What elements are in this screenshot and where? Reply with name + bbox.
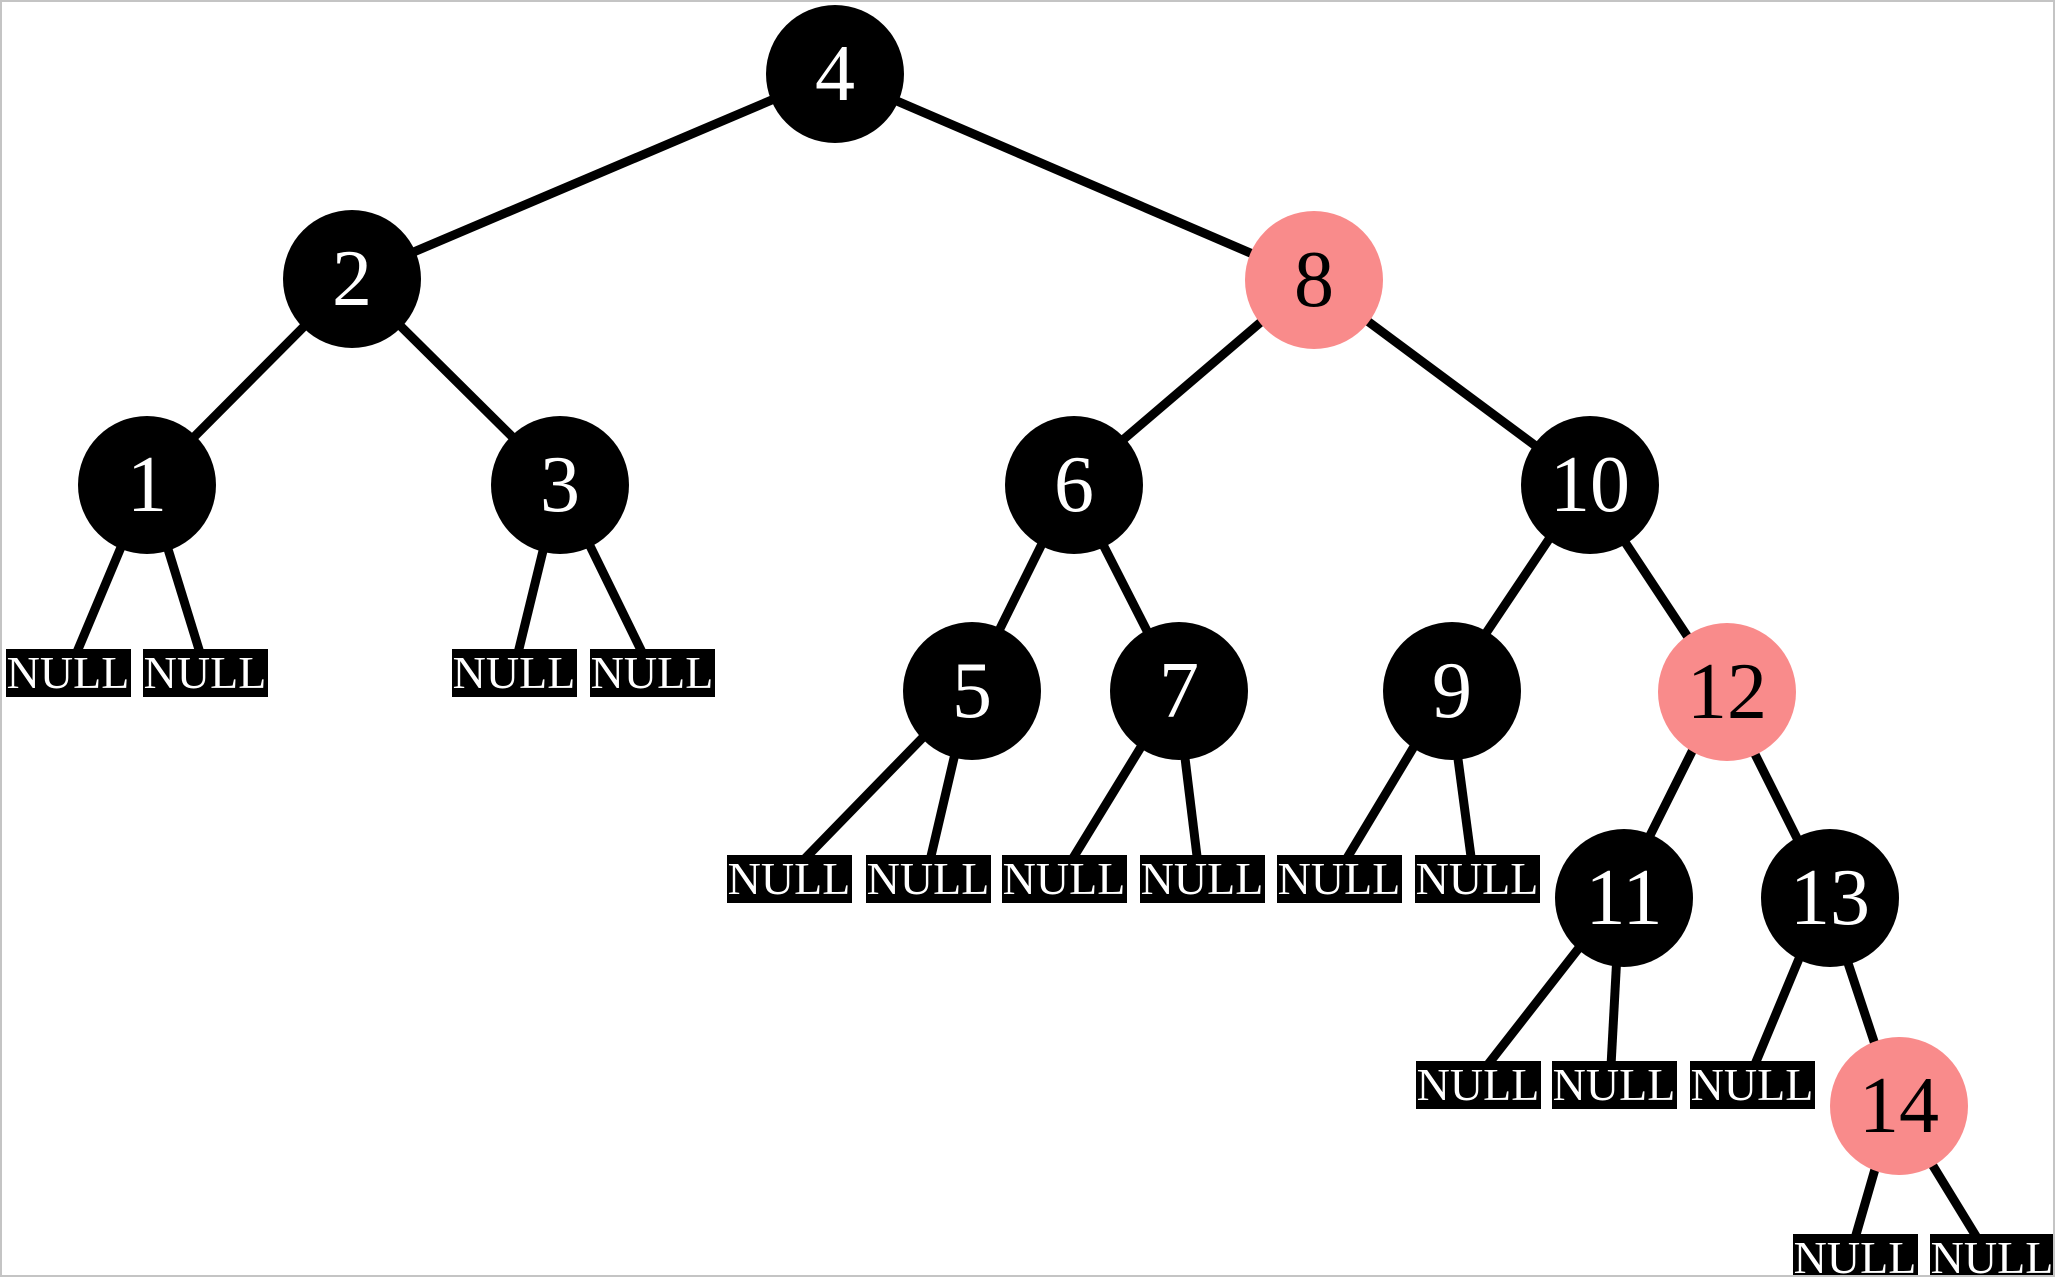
tree-node-11-black: 11 [1555, 829, 1693, 967]
null-leaf-n1r: NULL [142, 647, 268, 698]
tree-node-14-red: 14 [1830, 1037, 1968, 1175]
null-leaf-n3l: NULL [451, 647, 577, 698]
tree-edge-4-8 [831, 69, 1313, 284]
tree-node-12-red: 12 [1658, 623, 1796, 761]
null-leaf-n9r: NULL [1414, 853, 1540, 904]
tree-edge-4-2 [350, 69, 836, 283]
null-leaf-n11r: NULL [1551, 1059, 1677, 1110]
tree-node-9-black: 9 [1383, 622, 1521, 760]
tree-node-13-black: 13 [1761, 829, 1899, 967]
null-leaf-n7l: NULL [1001, 853, 1127, 904]
null-leaf-n1l: NULL [5, 647, 131, 698]
null-leaf-n14r: NULL [1929, 1234, 2053, 1275]
null-leaf-n5r: NULL [865, 853, 991, 904]
null-leaf-n9l: NULL [1276, 853, 1402, 904]
null-leaf-n14l: NULL [1792, 1234, 1918, 1275]
null-leaf-n5l: NULL [726, 853, 852, 904]
null-leaf-n7r: NULL [1139, 853, 1265, 904]
tree-node-10-black: 10 [1521, 416, 1659, 554]
tree-node-3-black: 3 [491, 416, 629, 554]
tree-node-8-red: 8 [1245, 211, 1383, 349]
null-leaf-n13l: NULL [1689, 1059, 1815, 1110]
tree-node-7-black: 7 [1110, 622, 1248, 760]
tree-node-6-black: 6 [1005, 416, 1143, 554]
tree-node-5-black: 5 [903, 622, 1041, 760]
tree-node-1-black: 1 [78, 416, 216, 554]
null-leaf-n11l: NULL [1415, 1059, 1541, 1110]
tree-node-2-black: 2 [283, 210, 421, 348]
null-leaf-n3r: NULL [589, 647, 715, 698]
tree-node-4-black: 4 [766, 5, 904, 143]
